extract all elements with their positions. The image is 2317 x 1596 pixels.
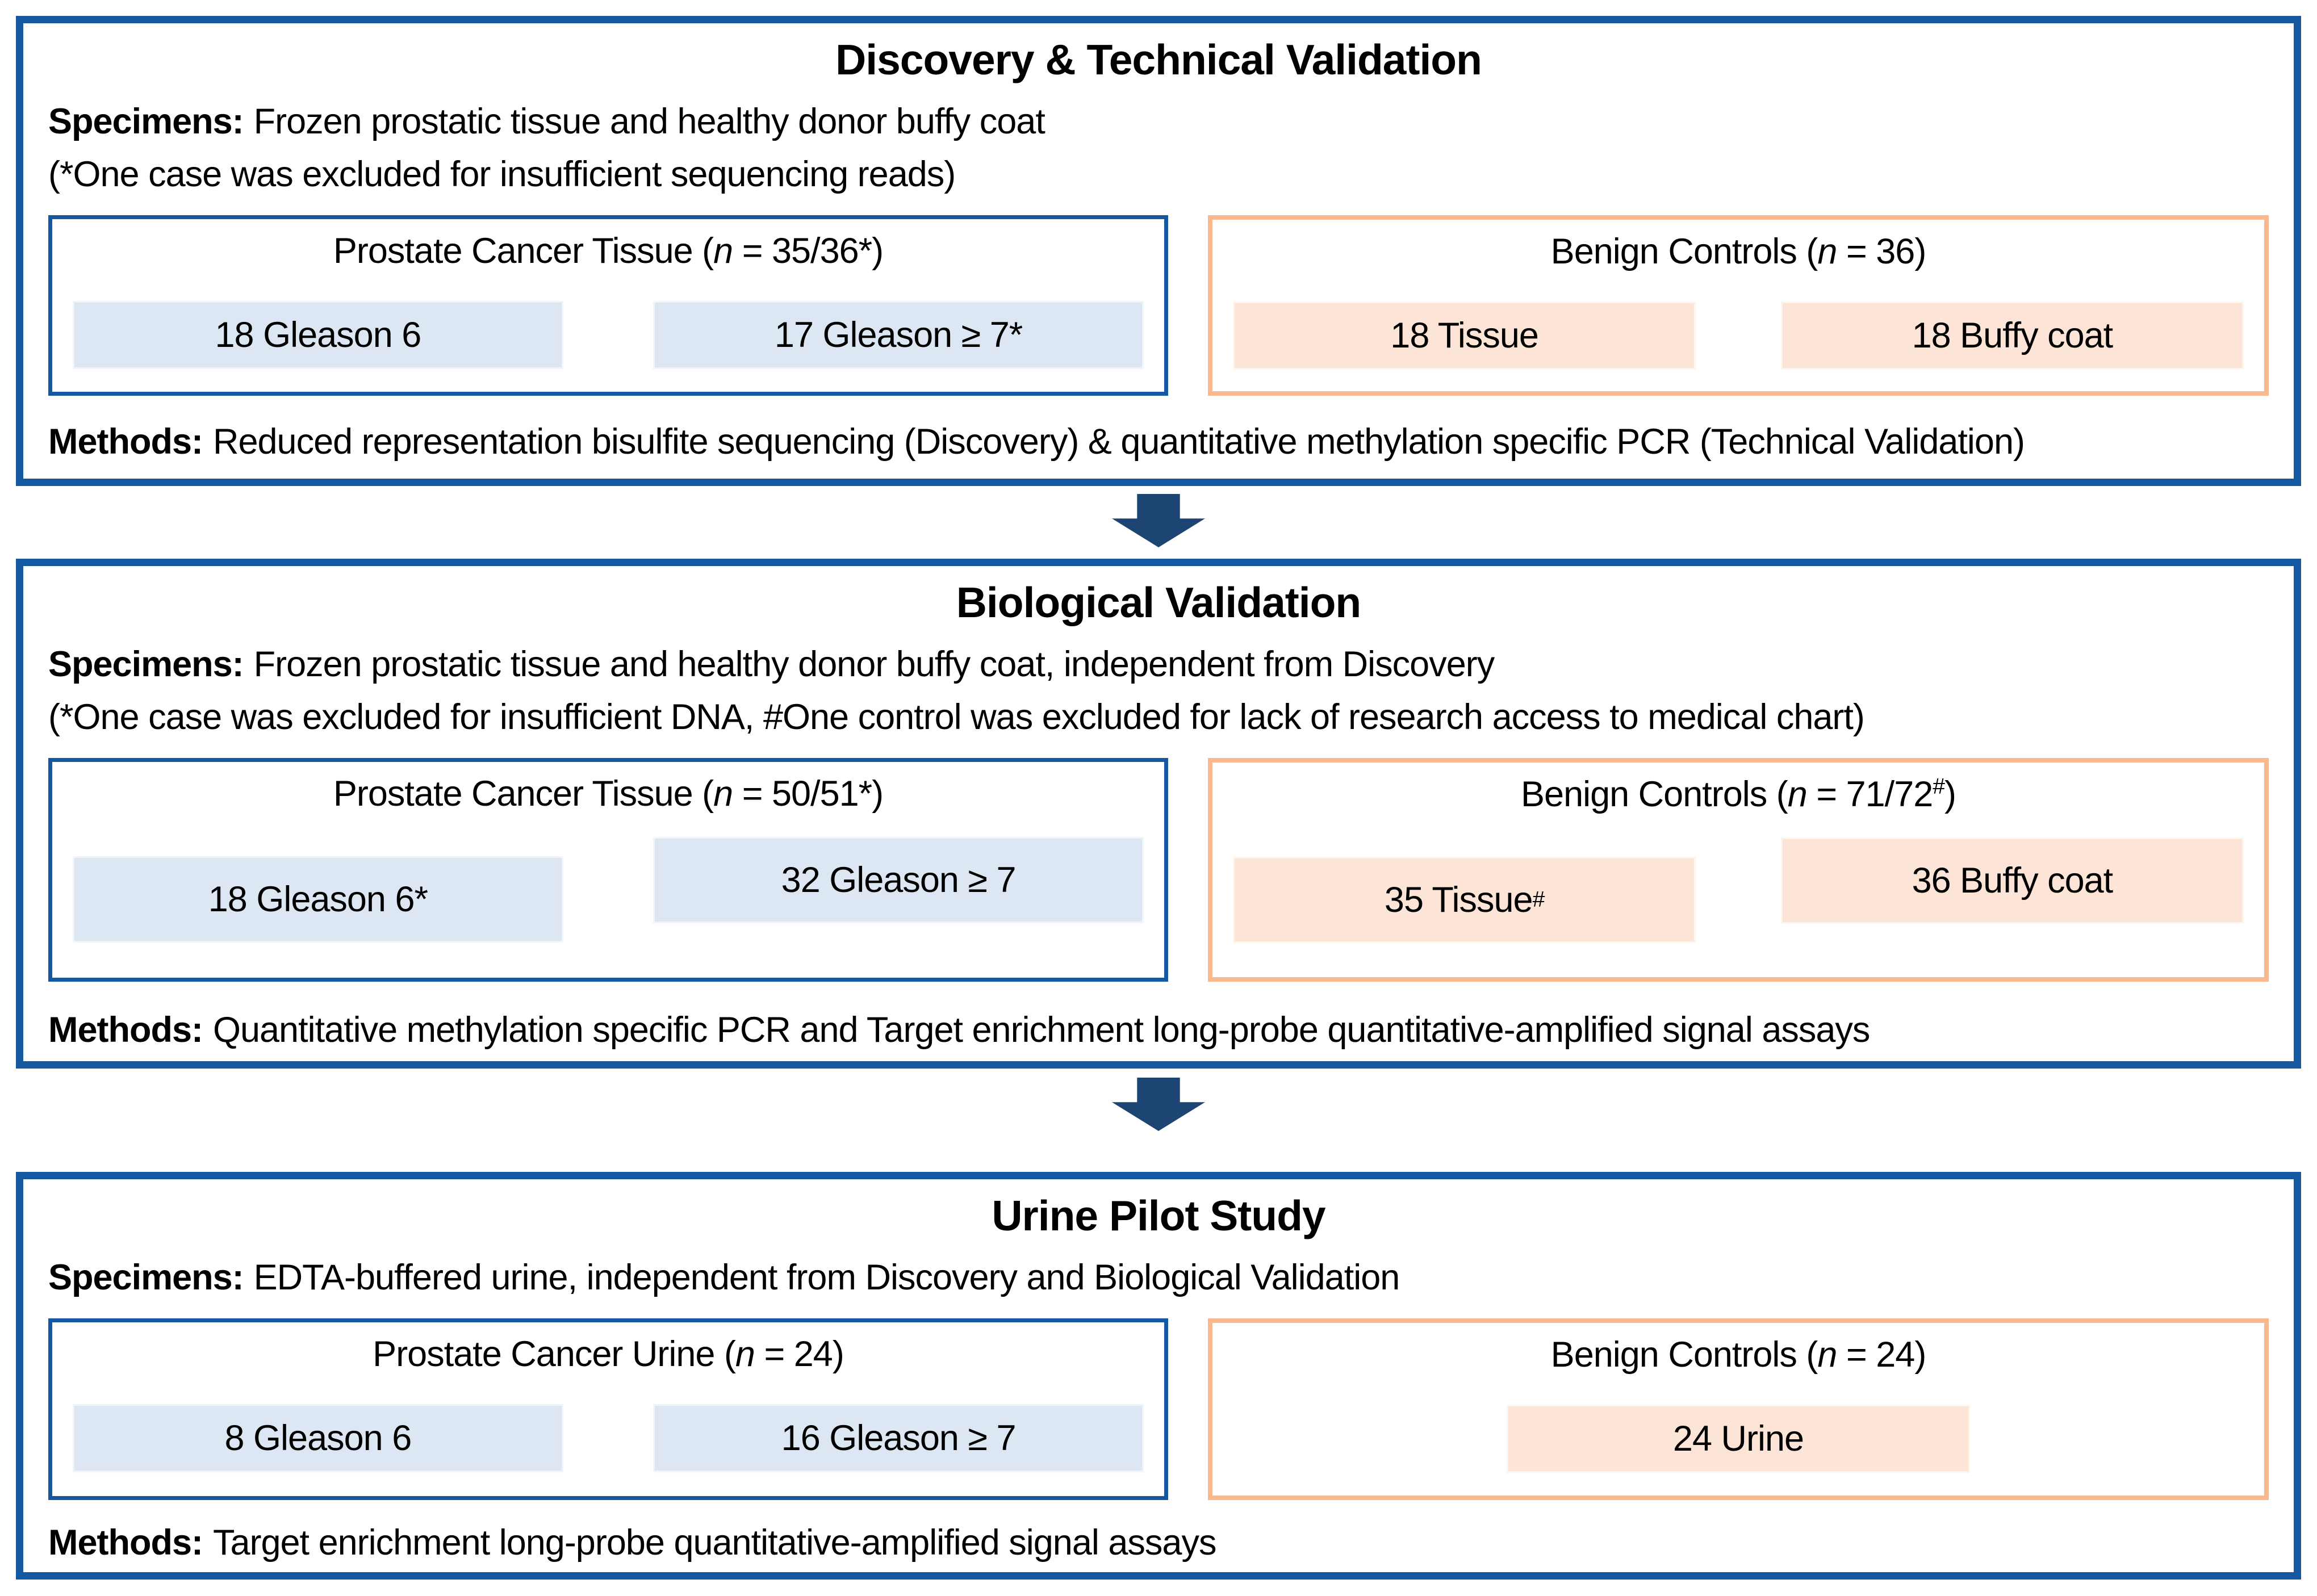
panel-biological-validation: Biological Validation Specimens:Frozen p… — [16, 559, 2301, 1069]
case-chip: 17 Gleason ≥ 7* — [653, 301, 1144, 370]
specimens-text: EDTA-buffered urine, independent from Di… — [253, 1257, 1400, 1297]
cases-box-title: Prostate Cancer Urine (n = 24) — [373, 1334, 844, 1374]
cases-box-title: Prostate Cancer Tissue (n = 50/51*) — [333, 774, 884, 814]
control-chip: 24 Urine — [1507, 1404, 1970, 1473]
panel-urine-pilot-study: Urine Pilot Study Specimens:EDTA-buffere… — [16, 1172, 2301, 1580]
specimens-label: Specimens: — [48, 101, 244, 141]
boxes-row: Prostate Cancer Urine (n = 24) 8 Gleason… — [48, 1318, 2269, 1500]
specimens-text: Frozen prostatic tissue and healthy dono… — [253, 101, 1045, 141]
control-chip: 18 Buffy coat — [1780, 301, 2244, 370]
control-chip: 18 Tissue — [1233, 301, 1696, 370]
controls-box-title: Benign Controls (n = 24) — [1550, 1334, 1927, 1375]
chip-row: 18 Tissue 18 Buffy coat — [1233, 301, 2244, 370]
methods-label: Methods: — [48, 1522, 203, 1563]
methods-label: Methods: — [48, 422, 203, 462]
chip-row: 8 Gleason 6 16 Gleason ≥ 7 — [73, 1404, 1144, 1472]
chip-row: 24 Urine — [1233, 1404, 2244, 1473]
methods-line: Methods:Quantitative methylation specifi… — [48, 1007, 2269, 1054]
prostate-cancer-tissue-box: Prostate Cancer Tissue (n = 35/36*) 18 G… — [48, 215, 1168, 396]
methods-line: Methods:Target enrichment long-probe qua… — [48, 1519, 2269, 1566]
prostate-cancer-urine-box: Prostate Cancer Urine (n = 24) 8 Gleason… — [48, 1318, 1168, 1500]
methods-text: Target enrichment long-probe quantitativ… — [212, 1522, 1216, 1563]
specimens-text: Frozen prostatic tissue and healthy dono… — [253, 644, 1495, 684]
panel-discovery-technical-validation: Discovery & Technical Validation Specime… — [16, 16, 2301, 486]
methods-line: Methods:Reduced representation bisulfite… — [48, 418, 2269, 466]
case-chip: 32 Gleason ≥ 7 — [653, 837, 1144, 924]
boxes-row: Prostate Cancer Tissue (n = 50/51*) 18 G… — [48, 758, 2269, 982]
prostate-cancer-tissue-box: Prostate Cancer Tissue (n = 50/51*) 18 G… — [48, 758, 1168, 982]
control-chip: 36 Buffy coat — [1780, 837, 2244, 924]
panel-title: Biological Validation — [956, 579, 1361, 626]
boxes-row: Prostate Cancer Tissue (n = 35/36*) 18 G… — [48, 215, 2269, 396]
benign-controls-box: Benign Controls (n = 24) 24 Urine — [1208, 1318, 2269, 1500]
benign-controls-box: Benign Controls (n = 36) 18 Tissue 18 Bu… — [1208, 215, 2269, 396]
case-chip: 18 Gleason 6* — [73, 856, 563, 943]
case-chip: 16 Gleason ≥ 7 — [653, 1404, 1144, 1472]
chip-row: 35 Tissue# 36 Buffy coat — [1233, 837, 2244, 944]
down-arrow-icon — [1112, 1078, 1205, 1131]
specimens-label: Specimens: — [48, 644, 244, 684]
specimens-line: Specimens:Frozen prostatic tissue and he… — [48, 641, 2269, 688]
controls-box-title: Benign Controls (n = 71/72#) — [1521, 774, 1956, 815]
specimens-line: Specimens:Frozen prostatic tissue and he… — [48, 98, 2269, 145]
benign-controls-box: Benign Controls (n = 71/72#) 35 Tissue# … — [1208, 758, 2269, 982]
controls-box-title: Benign Controls (n = 36) — [1550, 232, 1927, 272]
case-chip: 18 Gleason 6 — [73, 301, 563, 370]
specimens-line: Specimens:EDTA-buffered urine, independe… — [48, 1254, 2269, 1301]
chip-row: 18 Gleason 6* 32 Gleason ≥ 7 — [73, 837, 1144, 943]
down-arrow-icon — [1112, 494, 1205, 547]
methods-label: Methods: — [48, 1010, 203, 1050]
chip-row: 18 Gleason 6 17 Gleason ≥ 7* — [73, 301, 1144, 370]
panel-title: Discovery & Technical Validation — [835, 36, 1482, 83]
methods-text: Quantitative methylation specific PCR an… — [212, 1010, 1870, 1050]
panel-title: Urine Pilot Study — [992, 1192, 1325, 1239]
footnote: (*One case was excluded for insufficient… — [48, 154, 956, 194]
footnote: (*One case was excluded for insufficient… — [48, 697, 1865, 737]
case-chip: 8 Gleason 6 — [73, 1404, 563, 1472]
specimens-label: Specimens: — [48, 1257, 244, 1297]
cases-box-title: Prostate Cancer Tissue (n = 35/36*) — [333, 231, 884, 271]
methods-text: Reduced representation bisulfite sequenc… — [212, 422, 2025, 462]
control-chip: 35 Tissue# — [1233, 857, 1696, 944]
